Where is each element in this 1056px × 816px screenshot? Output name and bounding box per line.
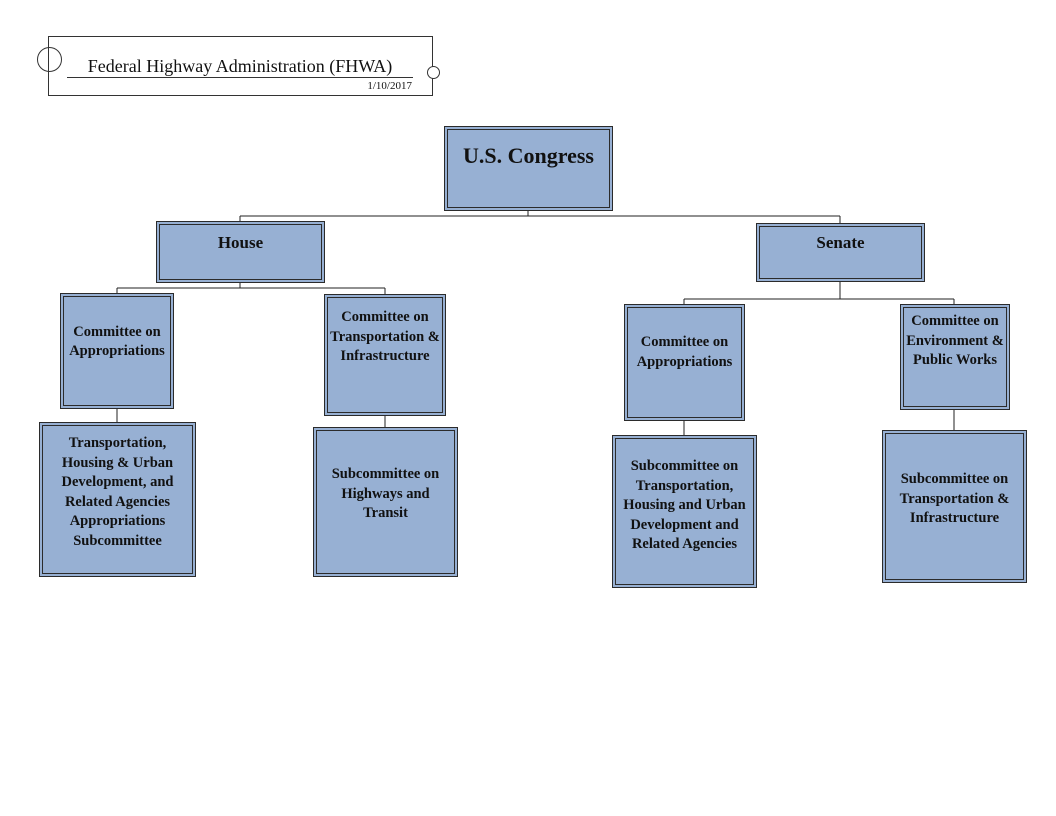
senate-appropriations-subcommittee-label: Subcommittee on Transportation, Housing … [623, 458, 746, 552]
congress-box: U.S. Congress [444, 126, 613, 211]
house-appropriations-box: Committee on Appropriations [60, 293, 174, 409]
senate-environment-label: Committee on Environment & Public Works [906, 313, 1004, 368]
senate-environment-subcommittee-label: Subcommittee on Transportation & Infrast… [899, 471, 1010, 526]
title-block: Federal Highway Administration (FHWA) 1/… [48, 36, 433, 96]
senate-box: Senate [756, 223, 925, 282]
page-title: Federal Highway Administration (FHWA) [87, 56, 393, 76]
house-transportation-box: Committee on Transportation & Infrastruc… [324, 294, 446, 416]
house-transportation-label: Committee on Transportation & Infrastruc… [330, 309, 440, 364]
senate-appropriations-subcommittee-box: Subcommittee on Transportation, Housing … [612, 435, 757, 588]
senate-appropriations-label: Committee on Appropriations [636, 334, 733, 370]
house-appropriations-label: Committee on Appropriations [69, 323, 165, 360]
house-highways-subcommittee-box: Subcommittee on Highways and Transit [313, 427, 458, 577]
senate-appropriations-box: Committee on Appropriations [624, 304, 745, 421]
senate-environment-subcommittee-box: Subcommittee on Transportation & Infrast… [882, 430, 1027, 583]
senate-environment-box: Committee on Environment & Public Works [900, 304, 1010, 410]
right-circle-icon [427, 66, 440, 79]
house-appropriations-subcommittee-label: Transportation, Housing & Urban Developm… [61, 435, 174, 549]
title-date: 1/10/2017 [367, 80, 412, 92]
title-underline [67, 77, 413, 78]
left-circle-icon [37, 47, 62, 72]
congress-label: U.S. Congress [462, 143, 594, 168]
house-appropriations-subcommittee-box: Transportation, Housing & Urban Developm… [39, 422, 196, 577]
house-box: House [156, 221, 325, 283]
senate-label: Senate [816, 233, 865, 252]
house-highways-subcommittee-label: Subcommittee on Highways and Transit [331, 466, 440, 521]
house-label: House [217, 233, 264, 252]
